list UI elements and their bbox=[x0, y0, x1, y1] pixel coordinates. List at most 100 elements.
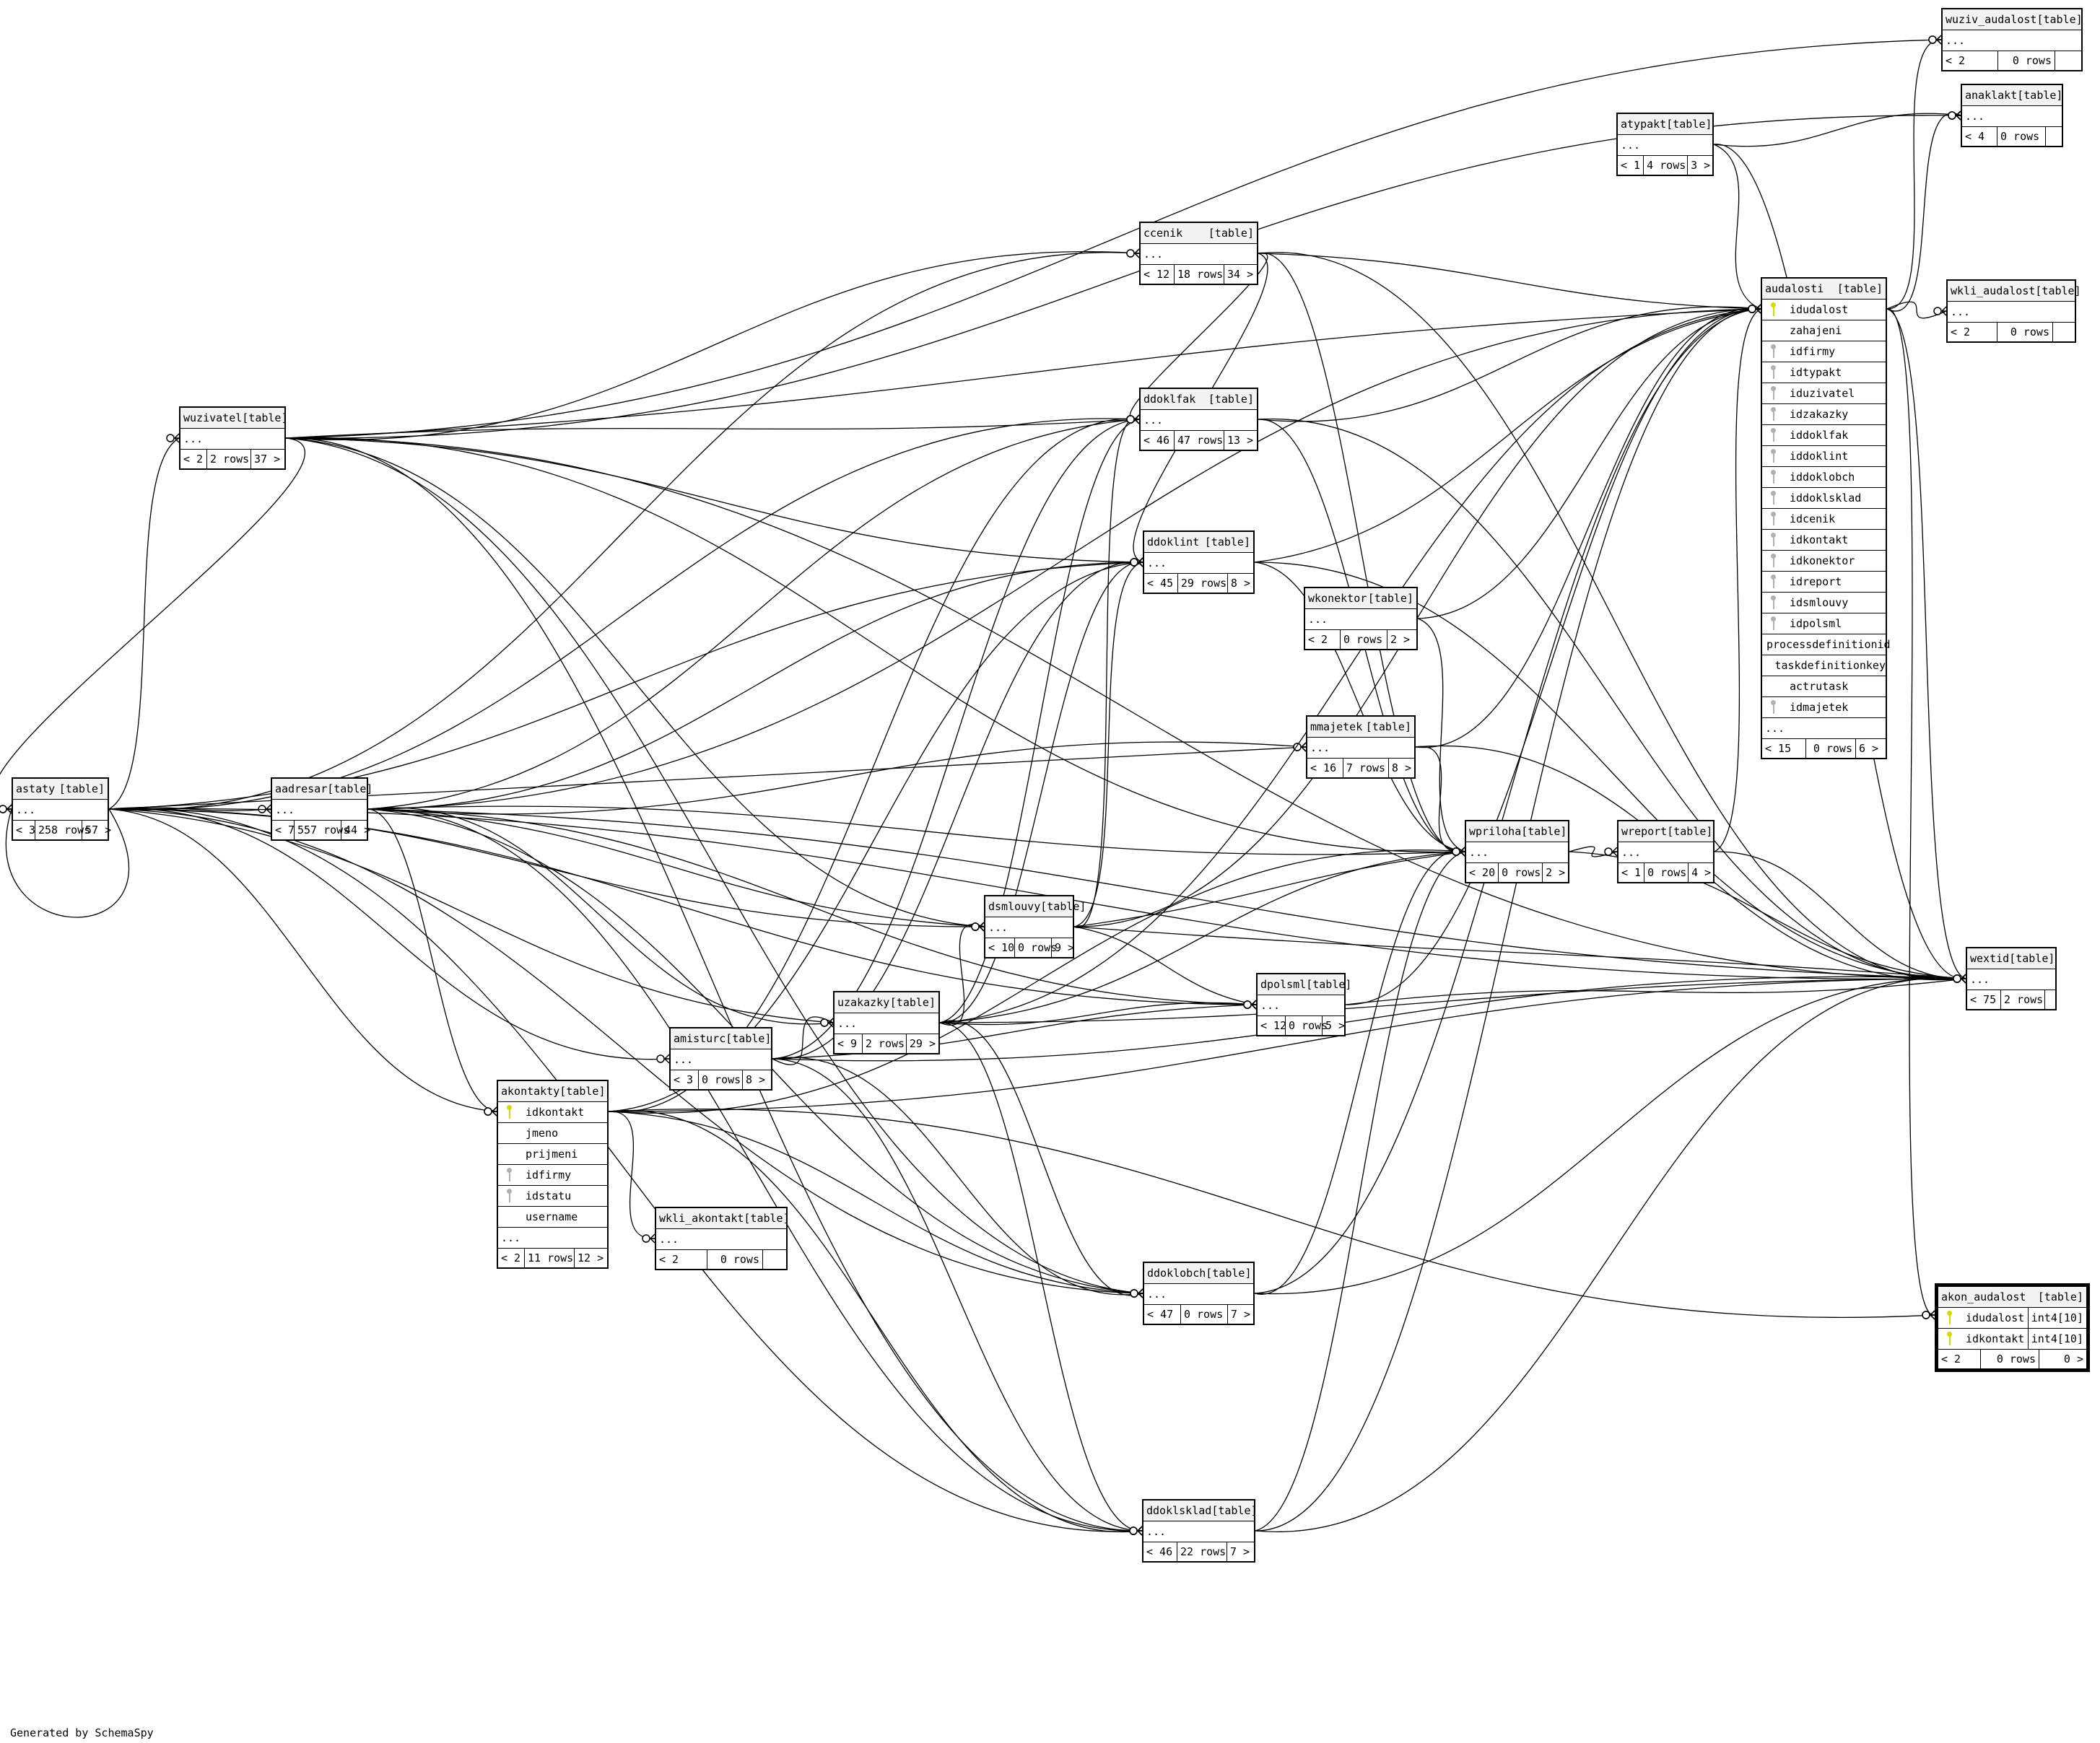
column-row[interactable]: idcenik bbox=[1762, 509, 1886, 530]
column-row[interactable]: idsmlouvy bbox=[1762, 593, 1886, 613]
children-link[interactable] bbox=[763, 1250, 786, 1269]
parents-link[interactable]: < 1 bbox=[1618, 156, 1644, 175]
parents-link[interactable]: < 2 bbox=[180, 450, 207, 468]
column-row[interactable]: iddoklint bbox=[1762, 446, 1886, 467]
children-link[interactable]: 8 > bbox=[1230, 577, 1250, 590]
column-row[interactable]: idstatu bbox=[498, 1186, 607, 1207]
children-link[interactable]: 13 > bbox=[1227, 434, 1254, 447]
children-link[interactable]: 3 > bbox=[1691, 159, 1711, 172]
parents-link[interactable]: < 12 bbox=[1258, 1016, 1286, 1035]
column-row[interactable]: idzakazky bbox=[1762, 404, 1886, 425]
parents-link[interactable]: < 46 bbox=[1141, 431, 1175, 450]
column-row[interactable]: username bbox=[498, 1207, 607, 1228]
column-row[interactable]: iddoklobch bbox=[1762, 467, 1886, 488]
column-row[interactable]: idfirmy bbox=[1762, 341, 1886, 362]
children-link[interactable]: 5 > bbox=[1325, 1019, 1346, 1032]
parents-link[interactable]: < 12 bbox=[1141, 265, 1175, 284]
parents-link[interactable]: < 47 bbox=[1144, 1305, 1181, 1324]
children-link[interactable] bbox=[2055, 51, 2081, 70]
parents-link[interactable]: < 2 bbox=[1948, 323, 1997, 341]
children-link[interactable]: 4 > bbox=[1691, 866, 1712, 879]
parents-link[interactable]: < 1 bbox=[1618, 863, 1645, 882]
column-row[interactable]: idmajetek bbox=[1762, 697, 1886, 718]
parents-link[interactable]: < 2 bbox=[656, 1250, 707, 1269]
children-link[interactable] bbox=[2053, 323, 2075, 341]
children-link[interactable]: 34 > bbox=[1227, 268, 1254, 281]
children-link[interactable]: 8 > bbox=[1391, 761, 1411, 774]
children-link[interactable]: 7 > bbox=[1230, 1308, 1250, 1321]
parents-link[interactable]: < 2 bbox=[1943, 51, 1998, 70]
parents-link[interactable]: < 2 bbox=[498, 1249, 525, 1267]
column-row[interactable]: iduzivatel bbox=[1762, 383, 1886, 404]
parents-link[interactable]: < 3 bbox=[671, 1070, 699, 1089]
column-row[interactable]: processdefinitionid bbox=[1762, 634, 1891, 655]
children-link[interactable]: 6 > bbox=[1859, 742, 1879, 755]
children-link[interactable]: 0 > bbox=[2063, 1353, 2083, 1366]
column-row[interactable]: idtypakt bbox=[1762, 362, 1886, 383]
parents-link[interactable]: < 7 bbox=[272, 821, 295, 839]
children-link[interactable]: 29 > bbox=[909, 1037, 936, 1050]
parents-link[interactable]: < 3 bbox=[13, 821, 35, 839]
column-row[interactable]: zahajeni bbox=[1762, 320, 1886, 341]
parents-link[interactable]: < 2 bbox=[1938, 1350, 1981, 1368]
children-link[interactable] bbox=[2046, 127, 2062, 146]
column-row[interactable]: idkonektor bbox=[1762, 551, 1886, 572]
parents-link[interactable]: < 46 bbox=[1143, 1542, 1177, 1561]
children-link[interactable]: 2 > bbox=[1390, 633, 1411, 646]
column-row[interactable]: idfirmy bbox=[498, 1165, 607, 1186]
parents-link[interactable]: < 16 bbox=[1307, 759, 1343, 777]
column-row[interactable]: iddoklsklad bbox=[1762, 488, 1886, 509]
column-row[interactable]: actrutask bbox=[1762, 676, 1886, 697]
parents-link[interactable]: < 4 bbox=[1962, 127, 1997, 146]
parents-link[interactable]: < 20 bbox=[1466, 863, 1499, 882]
column-row[interactable]: idkontakt bbox=[1762, 530, 1886, 551]
children-link[interactable] bbox=[2045, 990, 2055, 1009]
column-row[interactable]: idkontakt bbox=[498, 1102, 607, 1123]
column-row[interactable]: iddoklfak bbox=[1762, 425, 1886, 446]
children-link[interactable]: 8 > bbox=[746, 1073, 766, 1086]
children-link[interactable]: 12 > bbox=[578, 1251, 604, 1264]
children-link[interactable]: 9 > bbox=[1055, 941, 1075, 954]
parents-link[interactable]: < 15 bbox=[1762, 739, 1806, 758]
parents-link[interactable]: < 75 bbox=[1967, 990, 2001, 1009]
column-row[interactable]: jmeno bbox=[498, 1123, 607, 1144]
children-link[interactable]: 7 > bbox=[1230, 1545, 1250, 1558]
children-link[interactable]: 2 > bbox=[1546, 866, 1566, 879]
children-link[interactable]: 44 > bbox=[344, 824, 371, 836]
parents-link[interactable]: < 45 bbox=[1144, 574, 1178, 593]
column-row[interactable]: prijmeni bbox=[498, 1144, 607, 1165]
column-row[interactable]: idreport bbox=[1762, 572, 1886, 593]
column-row[interactable]: idudalost bbox=[1762, 300, 1886, 320]
column-row[interactable]: taskdefinitionkey bbox=[1762, 655, 1886, 676]
parents-link[interactable]: < 2 bbox=[1305, 630, 1341, 649]
children-link[interactable]: 37 > bbox=[254, 453, 281, 466]
children-link[interactable]: 57 > bbox=[85, 824, 112, 836]
